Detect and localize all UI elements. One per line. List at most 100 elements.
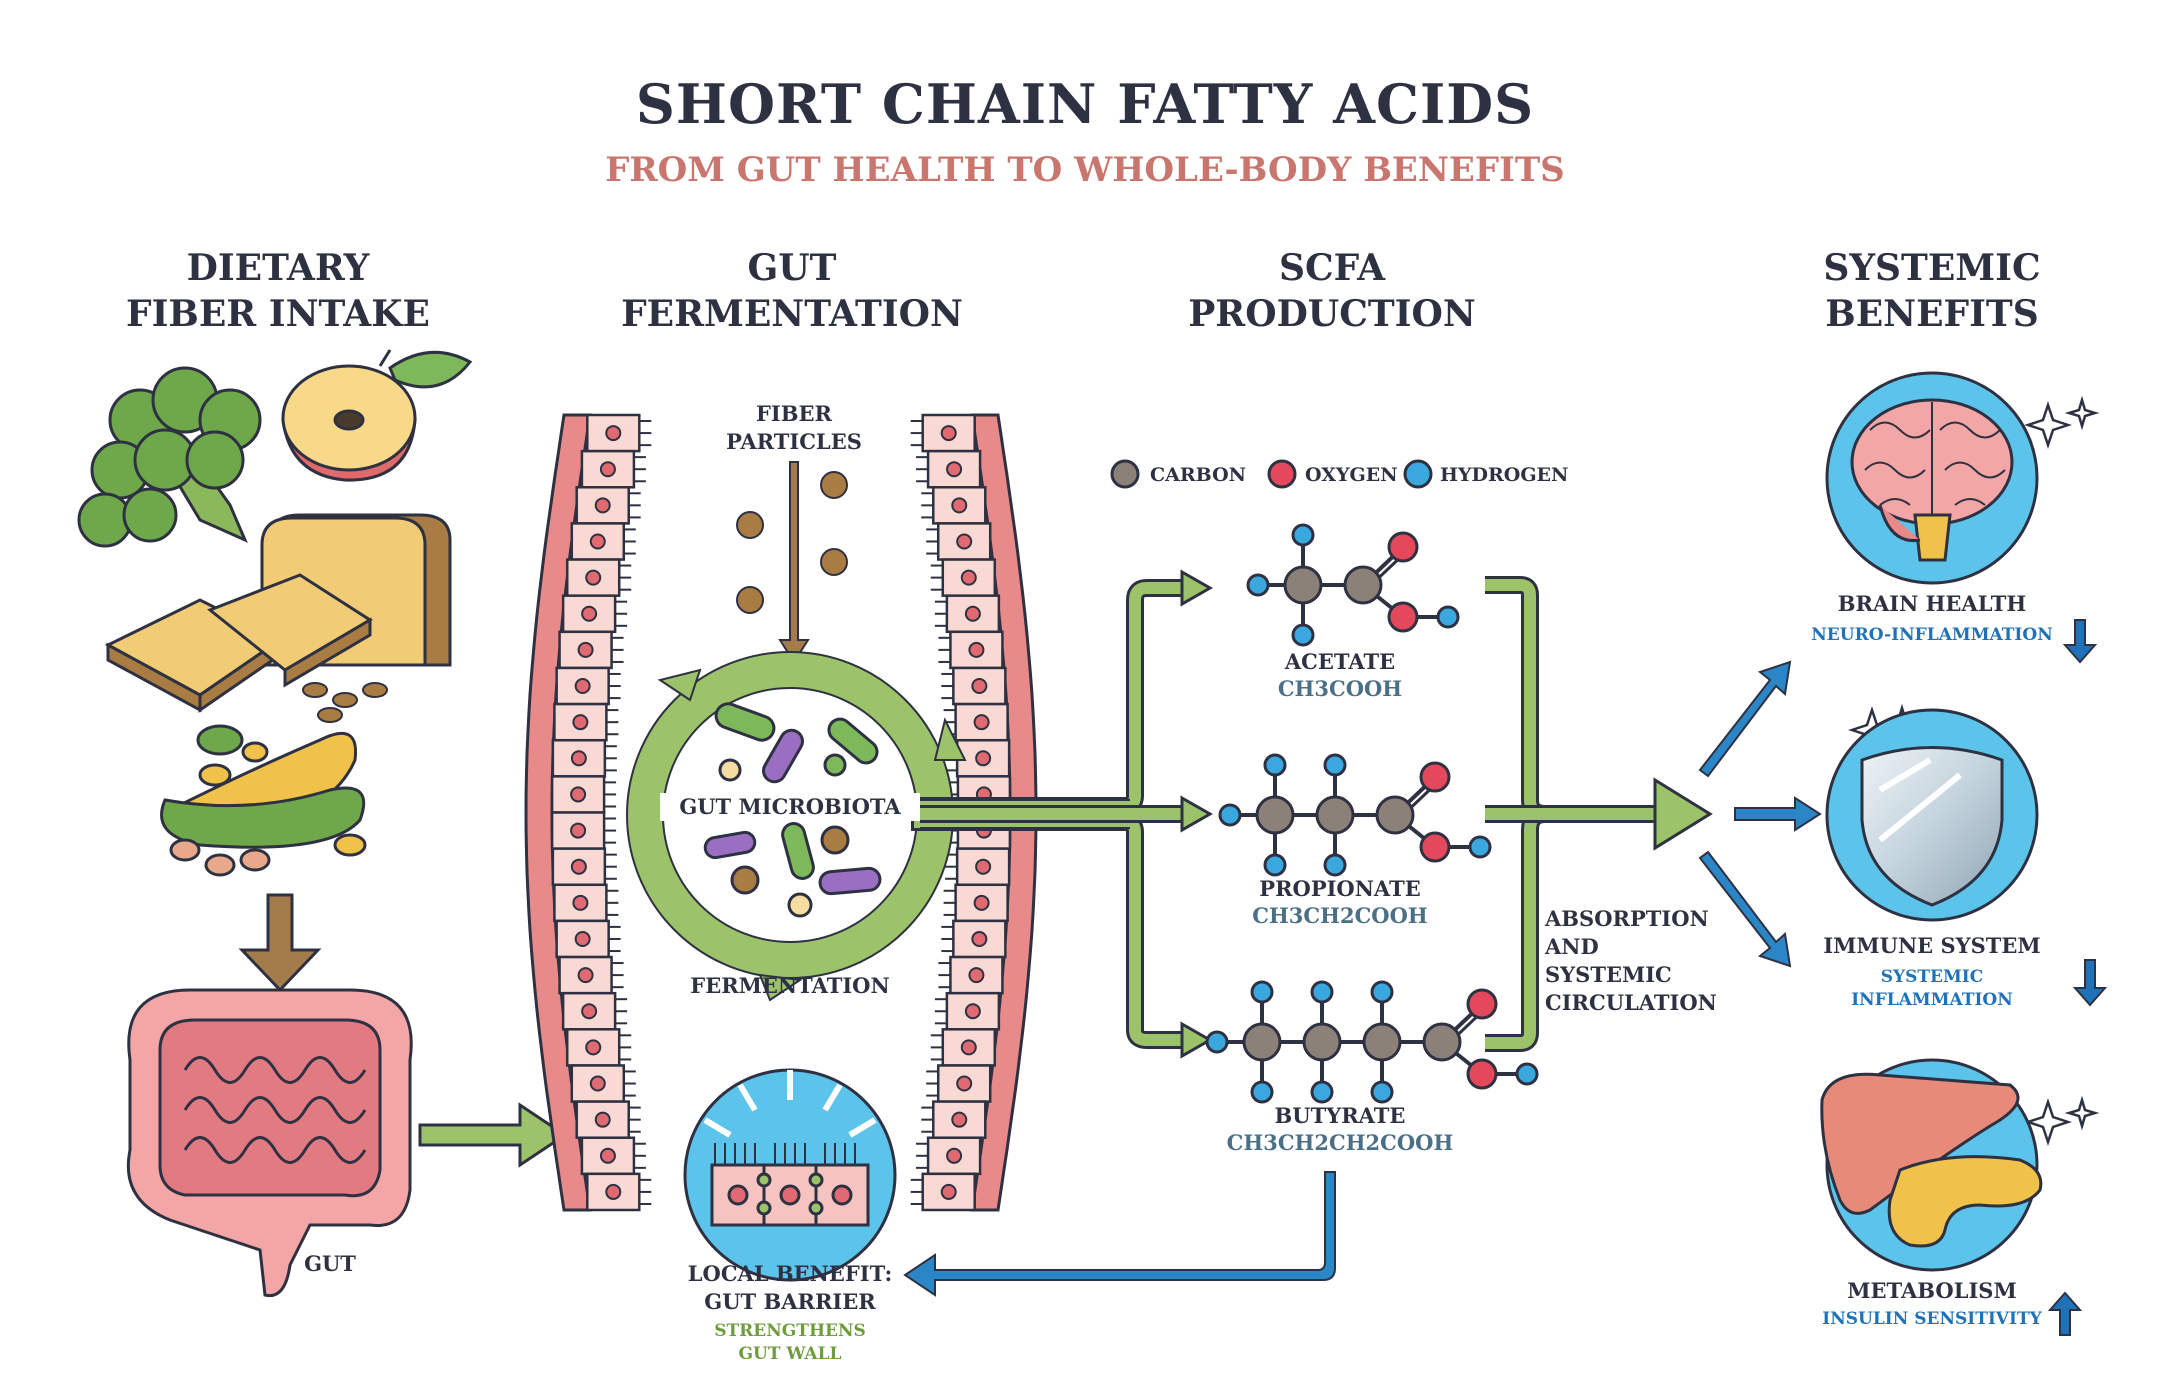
cell-nucleus (964, 1003, 981, 1020)
cell-nucleus (585, 1039, 602, 1056)
brain-trend-down-icon (2062, 619, 2098, 664)
cell-nucleus (574, 678, 591, 695)
legend-oxygen-label: OXYGEN (1305, 464, 1398, 486)
metabolism-label: METABOLISM (1847, 1278, 2017, 1303)
apple-icon (281, 349, 473, 482)
legend-dot-carbon (1110, 459, 1140, 489)
butyrate-name: BUTYRATE (1274, 1103, 1406, 1128)
cell-nucleus (968, 641, 985, 658)
propionate-hydrogen-atom (1263, 753, 1287, 777)
header-systemic: SYSTEMIC BENEFITS (1732, 245, 2132, 337)
cell-nucleus (971, 678, 988, 695)
cell-nucleus (577, 967, 594, 984)
gut-to-wall-arrow (418, 1102, 568, 1168)
atom-legend (1110, 459, 1433, 489)
absorption-merge-arrows (1485, 576, 1660, 1052)
header-dietary: DIETARY FIBER INTAKE (78, 245, 478, 337)
propionate-hydrogen-atom (1468, 835, 1492, 859)
gut-wall-right (910, 413, 1038, 1212)
acetate-hydrogen-atom (1291, 523, 1315, 547)
header-scfa-line2: PRODUCTION (1188, 293, 1476, 335)
local-benefit-detail-line2: GUT WALL (738, 1344, 842, 1364)
header-systemic-line1: SYSTEMIC (1823, 247, 2041, 289)
header-dietary-line1: DIETARY (186, 247, 370, 289)
propionate-formula: CH3CH2COOH (1252, 903, 1428, 928)
butyrate-hydrogen-atom (1310, 980, 1334, 1004)
shield-icon (1825, 708, 2039, 922)
metabolism-trend-up-icon (2047, 1291, 2083, 1336)
cell-nucleus (570, 750, 587, 767)
legend-dot-hydrogen (1403, 459, 1433, 489)
diet-to-gut-arrow (238, 893, 322, 993)
cell-nucleus (956, 1075, 973, 1092)
acetate-name: ACETATE (1284, 649, 1396, 674)
gut-label: GUT (304, 1251, 356, 1276)
page-subtitle: FROM GUT HEALTH TO WHOLE-BODY BENEFITS (605, 150, 1565, 190)
immune-system-label: IMMUNE SYSTEM (1823, 933, 2041, 958)
acetate-carbon-atom (1283, 565, 1323, 605)
cell-nucleus (951, 1111, 968, 1128)
butyrate-carbon-atom (1242, 1022, 1282, 1062)
header-scfa-line1: SCFA (1278, 247, 1386, 289)
liver-pancreas-icon (1820, 1058, 2043, 1272)
cell-nucleus (570, 822, 587, 839)
cell-nucleus (589, 1075, 606, 1092)
propionate-hydrogen-atom (1263, 853, 1287, 877)
local-benefit-detail-line1: STRENGTHENS (714, 1321, 866, 1341)
bread-icon (104, 513, 452, 713)
butyrate-hydrogen-atom (1370, 1080, 1394, 1104)
cell-nucleus (574, 930, 591, 947)
gut-microbiota-label: GUT MICROBIOTA (660, 793, 920, 821)
fermentation-label: FERMENTATION (690, 973, 890, 998)
cell-nucleus (964, 605, 981, 622)
cell-nucleus (585, 569, 602, 586)
acetate-hydrogen-atom (1436, 605, 1460, 629)
cell-nucleus (589, 533, 606, 550)
header-scfa: SCFA PRODUCTION (1132, 245, 1532, 337)
absorption-line2: AND (1545, 934, 1599, 959)
butyrate-carbon-atom (1362, 1022, 1402, 1062)
butyrate-hydrogen-atom (1250, 1080, 1274, 1104)
absorption-label: ABSORPTION AND SYSTEMIC CIRCULATION (1545, 905, 1717, 1017)
immune-trend-down-icon (2072, 959, 2108, 1007)
acetate-hydrogen-atom (1291, 623, 1315, 647)
propionate-oxygen-atom (1419, 831, 1451, 863)
butyrate-oxygen-atom (1466, 988, 1498, 1020)
propionate-hydrogen-atom (1218, 803, 1242, 827)
absorption-arrowhead (1653, 777, 1713, 851)
legumes-icon (160, 724, 367, 877)
butyrate-hydrogen-atom (1250, 980, 1274, 1004)
butyrate-hydrogen-atom (1515, 1062, 1539, 1086)
cell-nucleus (975, 750, 992, 767)
header-gut-line2: FERMENTATION (621, 293, 963, 335)
epithelial-cell (575, 486, 630, 525)
header-gut: GUT FERMENTATION (592, 245, 992, 337)
seeds-icon (302, 682, 388, 723)
legend-dot-oxygen (1267, 459, 1297, 489)
cell-nucleus (599, 461, 616, 478)
butyrate-hydrogen-atom (1310, 1080, 1334, 1104)
local-benefit-title: LOCAL BENEFIT: GUT BARRIER (640, 1260, 940, 1316)
page-title: SHORT CHAIN FATTY ACIDS (635, 72, 1535, 136)
cell-nucleus (971, 930, 988, 947)
broccoli-icon (77, 366, 262, 548)
absorption-line1: ABSORPTION (1545, 906, 1709, 931)
gut-wall-left (524, 413, 652, 1212)
local-benefit-line1: LOCAL BENEFIT: (687, 1261, 893, 1286)
cell-nucleus (960, 1039, 977, 1056)
cell-nucleus (605, 1183, 622, 1200)
acetate-hydrogen-atom (1246, 573, 1270, 597)
butyrate-carbon-atom (1302, 1022, 1342, 1062)
propionate-carbon-atom (1315, 795, 1355, 835)
cell-nucleus (570, 858, 587, 875)
absorption-line3: SYSTEMIC (1545, 962, 1672, 987)
distribution-arrows (1698, 660, 1822, 968)
butyrate-hydrogen-atom (1205, 1030, 1229, 1054)
butyrate-oxygen-atom (1466, 1058, 1498, 1090)
cell-nucleus (975, 858, 992, 875)
cell-nucleus (946, 1147, 963, 1164)
absorption-line4: CIRCULATION (1545, 990, 1717, 1015)
cell-nucleus (956, 533, 973, 550)
intestine-icon (126, 988, 413, 1298)
header-dietary-line2: FIBER INTAKE (126, 293, 430, 335)
